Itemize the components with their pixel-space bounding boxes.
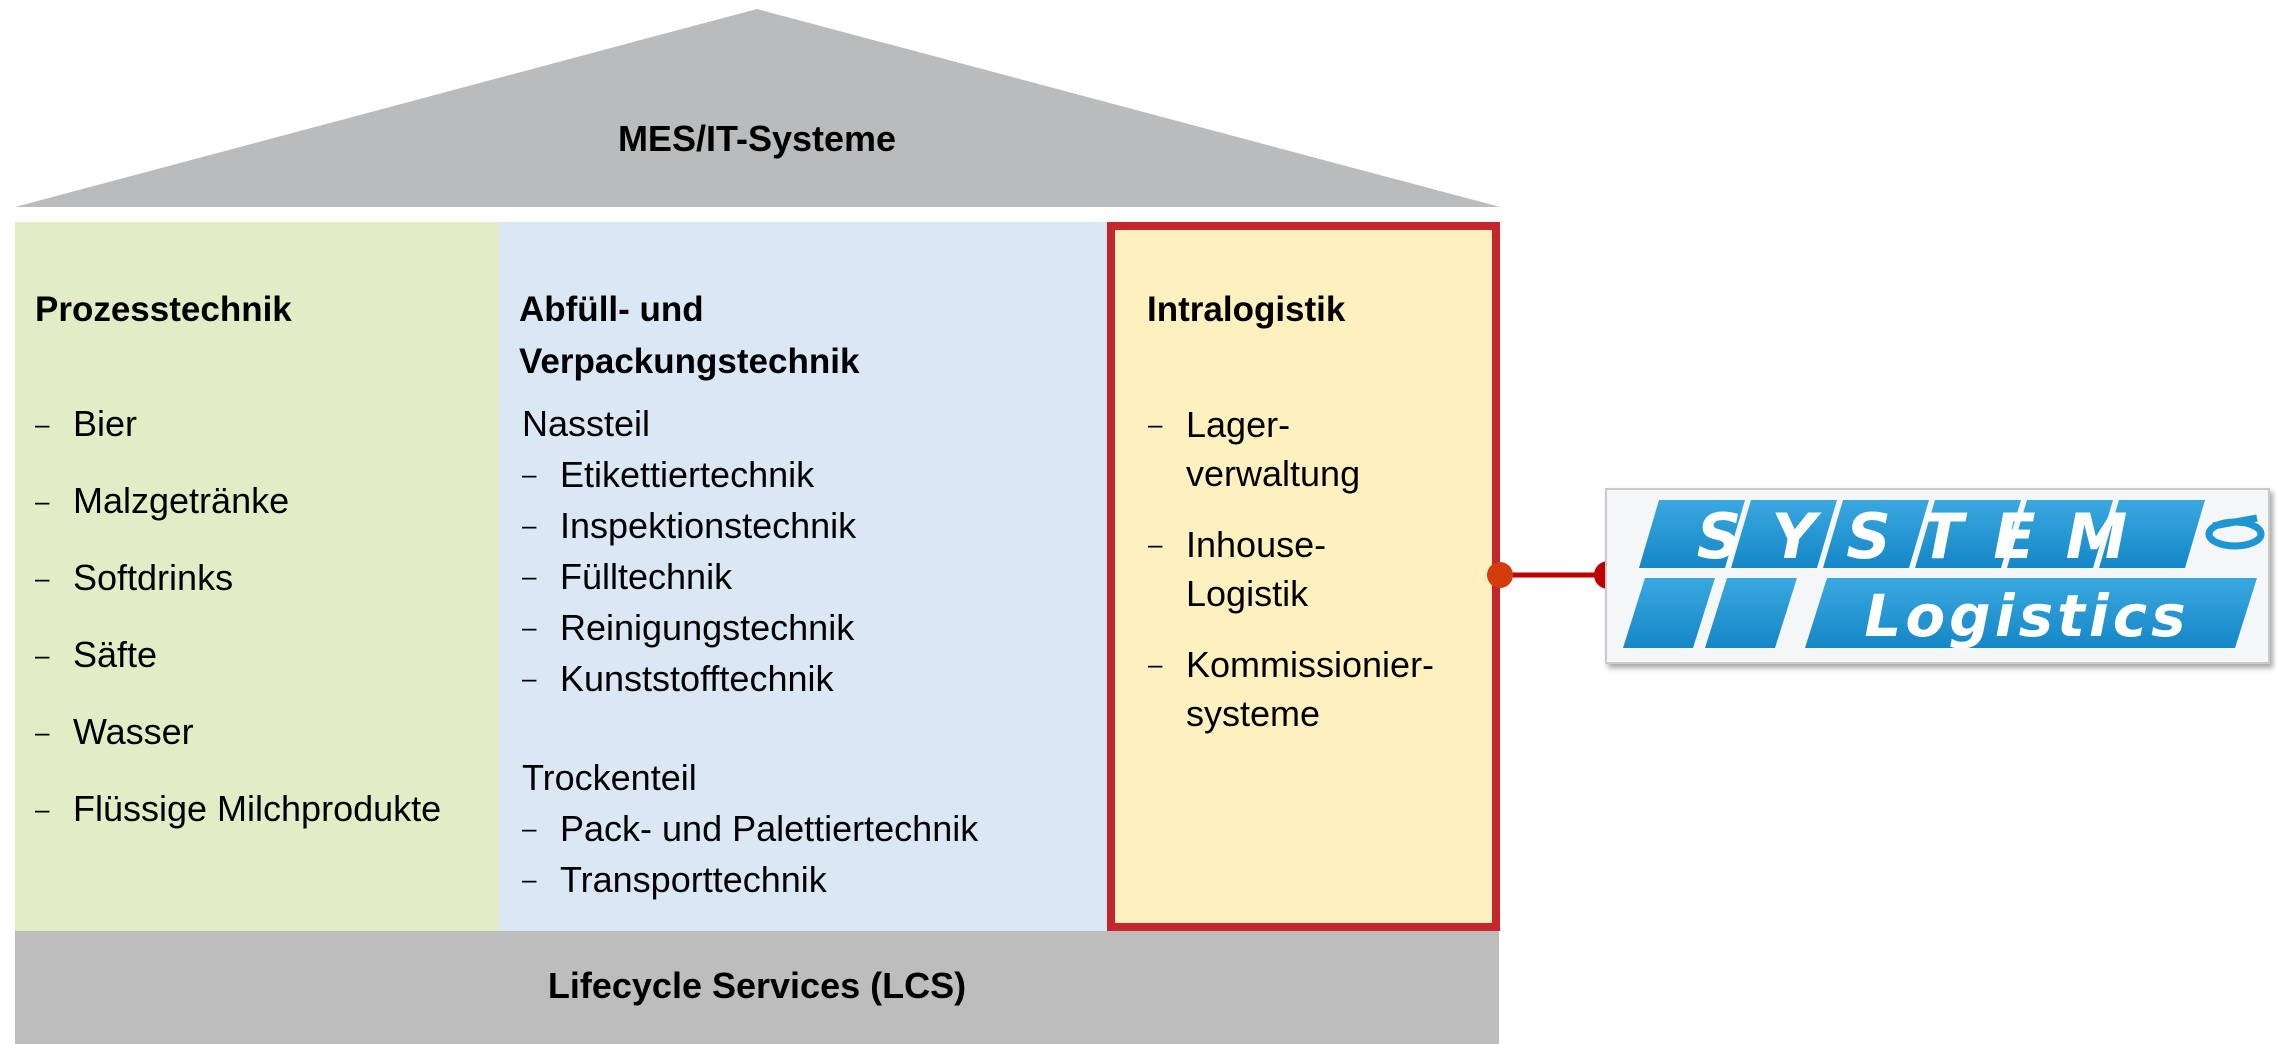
list-item: –Lager-verwaltung xyxy=(1148,400,1488,498)
logo-block xyxy=(1623,578,1715,648)
roof-title: MES/IT-Systeme xyxy=(617,118,897,159)
logo-block xyxy=(1805,578,2257,648)
dash-bullet: – xyxy=(522,612,537,642)
list-item: –Bier xyxy=(35,399,441,476)
logo-block xyxy=(1639,500,1745,568)
foundation-bar: Lifecycle Services (LCS) xyxy=(15,931,1499,1044)
foundation-title: Lifecycle Services (LCS) xyxy=(547,965,967,1006)
list-item: –Inspektionstechnik xyxy=(522,500,856,551)
column-title: Intralogistik xyxy=(1147,290,1346,329)
dash-bullet: – xyxy=(1148,409,1163,439)
list-item: –Inhouse-Logistik xyxy=(1148,520,1488,618)
dash-bullet: – xyxy=(522,813,537,843)
column-abfuell-verpackungstechnik: Abfüll- und Verpackungstechnik Nassteil … xyxy=(499,222,1107,931)
column-title: Prozesstechnik xyxy=(35,290,292,329)
dash-bullet: – xyxy=(35,640,50,670)
dash-bullet: – xyxy=(35,794,50,824)
prozesstechnik-list: –Bier –Malzgetränke –Softdrinks –Säfte –… xyxy=(35,399,441,861)
dash-bullet: – xyxy=(522,510,537,540)
intralogistik-list: –Lager-verwaltung –Inhouse-Logistik –Kom… xyxy=(1148,400,1488,760)
logo-block xyxy=(1823,500,1929,568)
logo-word-system: SYSTEM xyxy=(1697,500,2158,573)
connector-line xyxy=(1487,561,1620,589)
list-item: –Reinigungstechnik xyxy=(522,602,856,653)
logo-block xyxy=(2007,500,2113,568)
list-item: –Kunststofftechnik xyxy=(522,653,856,704)
dash-bullet: – xyxy=(522,561,537,591)
column-prozesstechnik: Prozesstechnik –Bier –Malzgetränke –Soft… xyxy=(15,222,499,931)
list-item: –Transporttechnik xyxy=(522,854,978,905)
list-item: –Etikettiertechnik xyxy=(522,449,856,500)
list-item: –Wasser xyxy=(35,707,441,784)
list-item: –Säfte xyxy=(35,630,441,707)
logo-block xyxy=(1731,500,1837,568)
connector-start-dot xyxy=(1487,562,1513,588)
trockenteil-heading: Trockenteil xyxy=(522,757,697,798)
logo-graphic: SYSTEM Logistics xyxy=(1623,500,2265,650)
column-intralogistik: Intralogistik –Lager-verwaltung –Inhouse… xyxy=(1107,222,1500,931)
logo-block xyxy=(2099,500,2205,568)
nassteil-heading: Nassteil xyxy=(522,403,651,444)
logo-block xyxy=(1915,500,2021,568)
logo-word-logistics: Logistics xyxy=(1864,582,2189,650)
dash-bullet: – xyxy=(35,486,50,516)
trockenteil-list: –Pack- und Palettiertechnik –Transportte… xyxy=(522,803,978,905)
dash-bullet: – xyxy=(522,864,537,894)
dash-bullet: – xyxy=(35,409,50,439)
list-item: –Malzgetränke xyxy=(35,476,441,553)
system-logistics-logo: SYSTEM Logistics xyxy=(1605,488,2270,664)
list-item: –Fülltechnik xyxy=(522,551,856,602)
list-item: –Flüssige Milchprodukte xyxy=(35,784,441,861)
dash-bullet: – xyxy=(35,717,50,747)
list-item: –Kommissionier-systeme xyxy=(1148,640,1488,738)
list-item: –Softdrinks xyxy=(35,553,441,630)
dash-bullet: – xyxy=(1148,649,1163,679)
roof-triangle xyxy=(15,9,1500,207)
logo-block xyxy=(1705,578,1797,648)
dash-bullet: – xyxy=(35,563,50,593)
dash-bullet: – xyxy=(522,459,537,489)
dash-bullet: – xyxy=(522,663,537,693)
nassteil-list: –Etikettiertechnik –Inspektionstechnik –… xyxy=(522,449,856,704)
dash-bullet: – xyxy=(1148,529,1163,559)
list-item: –Pack- und Palettiertechnik xyxy=(522,803,978,854)
column-title: Abfüll- und Verpackungstechnik xyxy=(519,290,860,381)
